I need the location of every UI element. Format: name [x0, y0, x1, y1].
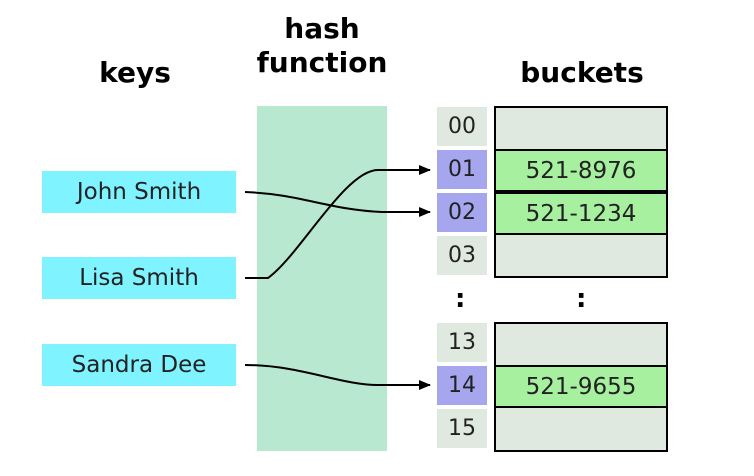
index-14: 14 [437, 366, 487, 405]
bucket-14: 521-9655 [494, 365, 668, 408]
index-00: 00 [437, 107, 487, 146]
bucket-01: 521-8976 [494, 149, 668, 192]
index-ellipsis: : [455, 284, 466, 314]
bucket-02: 521-1234 [494, 192, 668, 235]
key-sandra-dee: Sandra Dee [42, 344, 236, 386]
keys-heading: keys [99, 56, 171, 89]
index-15: 15 [437, 409, 487, 448]
arrow-lisa-smith-to-01 [245, 165, 431, 279]
index-01: 01 [437, 150, 487, 189]
hash-function-band [257, 106, 387, 451]
buckets-heading: buckets [520, 56, 644, 89]
key-lisa-smith: Lisa Smith [42, 257, 236, 299]
index-03: 03 [437, 236, 487, 275]
arrow-sandra-dee-to-14 [244, 364, 431, 390]
hash-function-heading-text: hash function [256, 12, 388, 79]
hash-function-heading: hash function [222, 12, 422, 80]
bucket-ellipsis: : [576, 284, 587, 314]
key-john-smith: John Smith [42, 171, 236, 213]
arrow-john-smith-to-02 [244, 191, 431, 217]
index-13: 13 [437, 323, 487, 362]
index-02: 02 [437, 193, 487, 232]
